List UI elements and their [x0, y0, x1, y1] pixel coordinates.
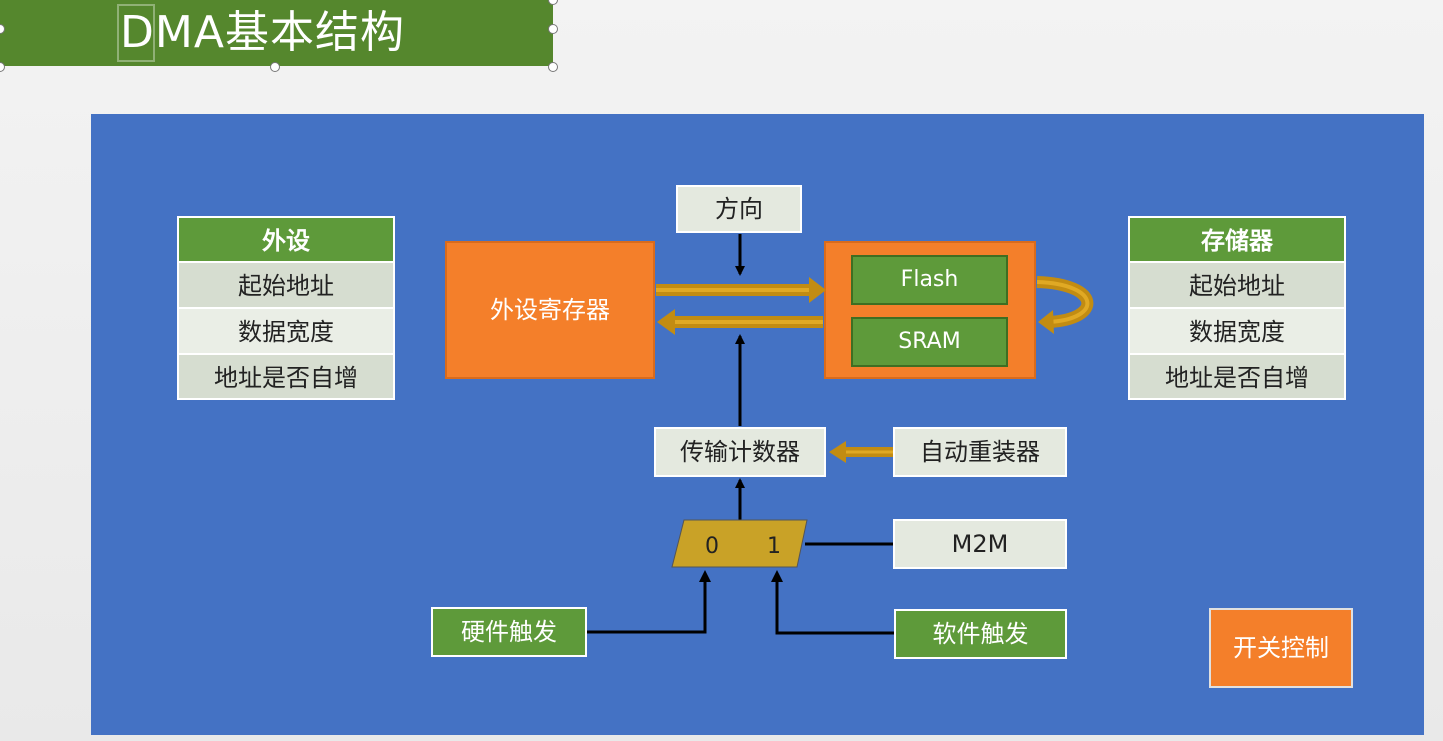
hardware-trigger-line: [587, 580, 707, 634]
sram-block: SRAM: [851, 317, 1008, 367]
m2m-block: M2M: [893, 519, 1067, 569]
resize-handle-right[interactable]: [548, 24, 558, 34]
mux-input-1: 1: [767, 534, 781, 559]
text-cursor: [117, 4, 155, 62]
bus-arrow-right: [656, 277, 826, 303]
peripheral-start-address: 起始地址: [177, 262, 395, 308]
flash-block: Flash: [851, 255, 1008, 305]
memory-table-header: 存储器: [1128, 216, 1346, 262]
auto-reload-block: 自动重装器: [893, 427, 1067, 477]
memory-data-width: 数据宽度: [1128, 308, 1346, 354]
mux-input-0: 0: [705, 534, 719, 559]
diagram-canvas: 外设 起始地址 数据宽度 地址是否自增 存储器 起始地址 数据宽度 地址是否自增…: [91, 114, 1424, 735]
memory-start-address: 起始地址: [1128, 262, 1346, 308]
software-trigger-block: 软件触发: [894, 609, 1067, 659]
memory-address-increment: 地址是否自增: [1128, 354, 1346, 400]
hardware-trigger-block: 硬件触发: [431, 607, 587, 657]
slide-title[interactable]: DMA基本结构: [0, 0, 553, 66]
software-trigger-arrowhead: [771, 570, 783, 582]
transfer-counter-block: 传输计数器: [654, 427, 826, 477]
resize-handle-top-right[interactable]: [548, 0, 558, 5]
memory-block: Flash SRAM: [824, 241, 1036, 379]
switch-control-block: 开关控制: [1209, 608, 1353, 688]
peripheral-table-header: 外设: [177, 216, 395, 262]
resize-handle-bottom-left[interactable]: [0, 62, 5, 72]
memory-loop-arrow: [1036, 276, 1094, 334]
peripheral-address-increment: 地址是否自增: [177, 354, 395, 400]
peripheral-register-block: 外设寄存器: [445, 241, 655, 379]
reload-to-counter-arrow: [829, 441, 893, 463]
connection-lines: 0 1: [587, 234, 1094, 635]
software-trigger-line: [775, 580, 894, 635]
slide-title-text: DMA基本结构: [120, 7, 405, 58]
resize-handle-bottom-right[interactable]: [548, 62, 558, 72]
hardware-trigger-arrowhead: [699, 570, 711, 582]
resize-handle-bottom[interactable]: [270, 62, 280, 72]
peripheral-data-width: 数据宽度: [177, 308, 395, 354]
peripheral-table: 外设 起始地址 数据宽度 地址是否自增: [177, 216, 395, 400]
memory-table: 存储器 起始地址 数据宽度 地址是否自增: [1128, 216, 1346, 400]
bus-arrow-left: [657, 309, 823, 335]
direction-block: 方向: [676, 185, 802, 233]
trigger-multiplexer: 0 1: [671, 519, 808, 568]
